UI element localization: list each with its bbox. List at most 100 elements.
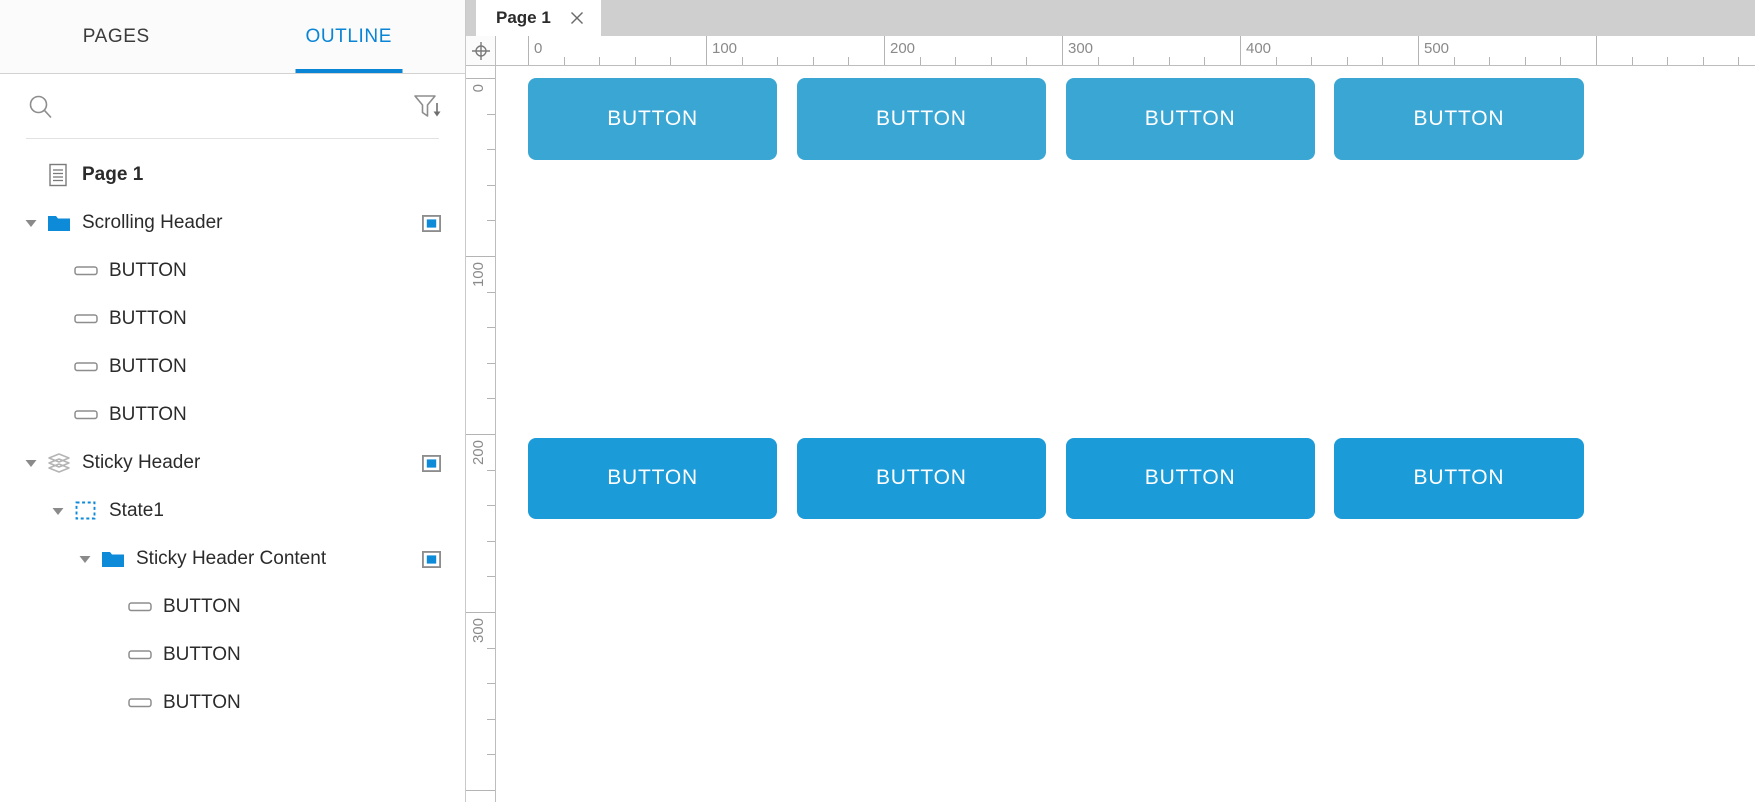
ruler-origin-button[interactable] <box>466 36 496 66</box>
ruler-tick <box>487 291 495 293</box>
outline-search-bar <box>0 74 465 139</box>
ruler-tick <box>487 683 495 685</box>
filter-icon[interactable] <box>413 93 443 121</box>
tree-row-label: BUTTON <box>109 260 187 281</box>
tree-row-label: BUTTON <box>163 692 241 713</box>
state-indicator-icon[interactable] <box>421 454 442 472</box>
canvas-button[interactable]: BUTTON <box>796 437 1046 520</box>
tree-row-button[interactable]: BUTTON <box>0 679 465 727</box>
state-indicator-icon[interactable] <box>421 214 442 232</box>
ruler-tick <box>466 790 495 791</box>
ruler-tick <box>487 718 495 720</box>
ruler-tick <box>1346 57 1348 65</box>
chevron-down-icon[interactable] <box>49 502 67 520</box>
ruler-tick <box>741 57 743 65</box>
ruler-tick <box>812 57 814 65</box>
canvas-button[interactable]: BUTTON <box>1065 437 1315 520</box>
ruler-tick <box>487 362 495 364</box>
ruler-tick <box>1062 36 1063 65</box>
tree-row-sticky-header-content[interactable]: Sticky Header Content <box>0 535 465 583</box>
canvas-button[interactable]: BUTTON <box>1334 437 1584 520</box>
ruler-tick <box>706 36 707 65</box>
search-input[interactable] <box>70 97 413 116</box>
document-tab-page-1[interactable]: Page 1 <box>476 0 601 36</box>
ruler-tick <box>599 57 601 65</box>
canvas-button[interactable]: BUTTON <box>528 437 778 520</box>
tree-row-label: Scrolling Header <box>82 212 223 233</box>
tree-row-button[interactable]: BUTTON <box>0 247 465 295</box>
button-shape-icon <box>73 258 99 284</box>
ruler-tick <box>848 57 850 65</box>
ruler-label: 500 <box>1424 40 1450 57</box>
ruler-tick <box>1275 57 1277 65</box>
ruler-tick <box>1204 57 1206 65</box>
canvas-button[interactable]: BUTTON <box>1065 78 1315 160</box>
ruler-tick <box>1524 57 1526 65</box>
button-shape-icon <box>73 306 99 332</box>
tree-row-label: Sticky Header Content <box>136 548 327 569</box>
state-icon <box>73 498 99 524</box>
ruler-label: 0 <box>470 84 487 93</box>
tree-row-state1[interactable]: State1 <box>0 487 465 535</box>
ruler-label: 0 <box>534 40 543 57</box>
ruler-tick <box>777 57 779 65</box>
tree-row-label: Sticky Header <box>82 452 201 473</box>
canvas-button[interactable]: BUTTON <box>528 78 778 160</box>
ruler-tick <box>528 36 529 65</box>
tree-row-label: BUTTON <box>109 356 187 377</box>
ruler-tick <box>466 256 495 257</box>
ruler-tick <box>990 57 992 65</box>
tree-row-button[interactable]: BUTTON <box>0 343 465 391</box>
close-icon[interactable] <box>569 10 585 26</box>
page-icon <box>46 162 72 188</box>
canvas-button[interactable]: BUTTON <box>1334 78 1584 160</box>
ruler-tick <box>487 754 495 756</box>
search-icon <box>26 92 56 122</box>
ruler-tick <box>634 57 636 65</box>
document-tab-bar: Page 1 <box>466 0 1755 36</box>
tree-row-button[interactable]: BUTTON <box>0 583 465 631</box>
tree-row-sticky-header[interactable]: Sticky Header <box>0 439 465 487</box>
canvas-button[interactable]: BUTTON <box>796 78 1046 160</box>
chevron-down-icon[interactable] <box>76 550 94 568</box>
ruler-label: 100 <box>470 262 487 288</box>
ruler-tick <box>1311 57 1313 65</box>
ruler-tick <box>919 57 921 65</box>
ruler-tick <box>487 576 495 578</box>
ruler-tick <box>1453 57 1455 65</box>
chevron-down-icon[interactable] <box>22 454 40 472</box>
panel-tab-bar: PAGES OUTLINE <box>0 0 465 74</box>
ruler-tick <box>1631 57 1633 65</box>
tree-row-scrolling-header[interactable]: Scrolling Header <box>0 199 465 247</box>
ruler-tick <box>487 540 495 542</box>
button-shape-icon <box>127 594 153 620</box>
tree-row-button[interactable]: BUTTON <box>0 295 465 343</box>
tree-row-button[interactable]: BUTTON <box>0 391 465 439</box>
ruler-label: 100 <box>712 40 738 57</box>
tree-row-label: BUTTON <box>109 308 187 329</box>
state-indicator-icon[interactable] <box>421 550 442 568</box>
ruler-tick <box>955 57 957 65</box>
tree-row-button[interactable]: BUTTON <box>0 631 465 679</box>
tree-row-label: BUTTON <box>163 644 241 665</box>
button-shape-icon <box>127 690 153 716</box>
ruler-tick <box>466 612 495 613</box>
folder-icon <box>46 210 72 236</box>
folder-icon <box>100 546 126 572</box>
ruler-tick <box>487 220 495 222</box>
tree-row-page-1[interactable]: Page 1 <box>0 151 465 199</box>
button-shape-icon <box>127 642 153 668</box>
tree-row-label: Page 1 <box>82 164 144 185</box>
chevron-down-icon[interactable] <box>22 214 40 232</box>
button-shape-icon <box>73 354 99 380</box>
tab-outline[interactable]: OUTLINE <box>233 0 466 73</box>
tab-pages[interactable]: PAGES <box>0 0 233 73</box>
